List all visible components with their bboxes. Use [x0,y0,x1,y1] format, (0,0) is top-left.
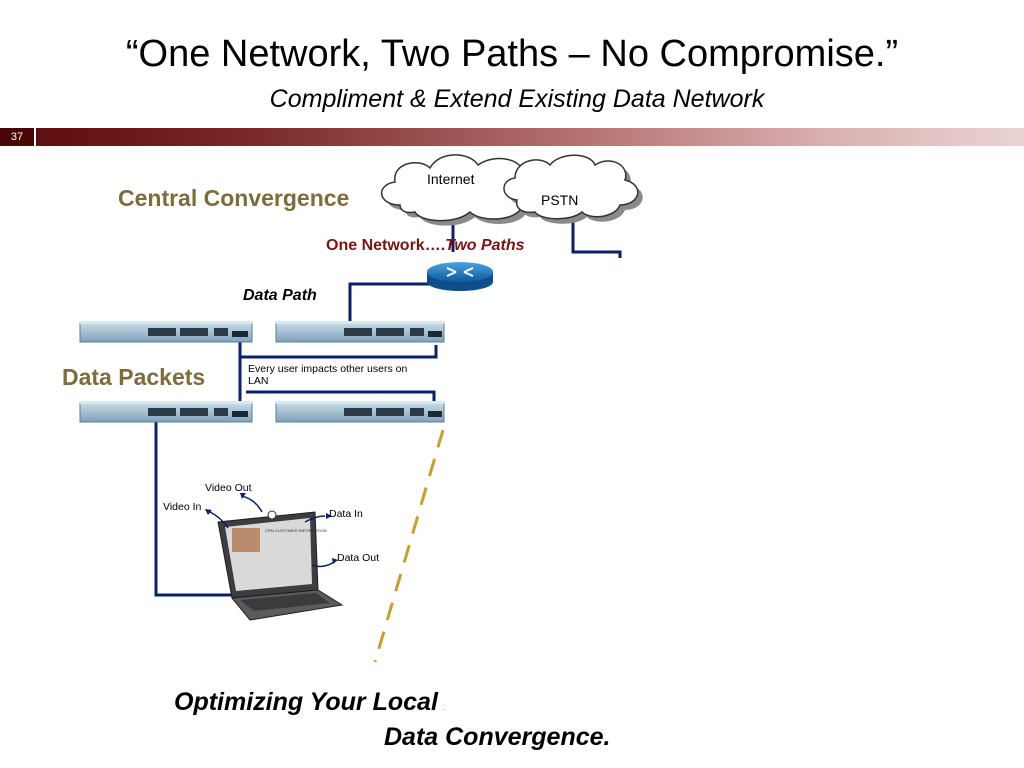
video-in-label: Video In [163,501,202,513]
one-network-text: One Network…. [326,237,446,254]
dashed-path-line [373,429,445,663]
lan-note: Every user impacts other users on LAN [248,363,408,387]
slide-number: 37 [0,128,34,146]
data-path-label: Data Path [243,287,317,304]
one-network-label: One Network….Two Paths [326,237,525,255]
footer-line-1: Optimizing Your Local Area Network [174,688,444,716]
switch-icon [275,321,445,343]
slide-number-separator [34,128,36,146]
switch-icon [275,401,445,423]
data-in-label: Data In [329,508,363,520]
router-icon [427,262,493,291]
switch-icon [79,401,253,423]
internet-label: Internet [427,171,475,187]
slide-title: “One Network, Two Paths – No Compromise.… [125,33,899,75]
pstn-label: PSTN [541,192,579,208]
title-divider-bar [0,128,1024,146]
data-packets-label: Data Packets [62,364,206,390]
cloud-icon [503,154,643,224]
laptop-icon: CPM CUSTOMER INFORMATION [217,510,344,621]
video-out-label: Video Out [205,482,252,494]
data-out-label: Data Out [337,552,380,564]
slide-subtitle: Compliment & Extend Existing Data Networ… [269,85,765,113]
central-convergence-label: Central Convergence [118,185,350,211]
screen-text: CPM CUSTOMER INFORMATION [265,528,327,533]
cloud-icon [381,154,545,226]
switch-icon [79,321,253,343]
footer-line-2: Data Convergence. [384,723,611,751]
two-paths-text: Two Paths [445,237,525,254]
